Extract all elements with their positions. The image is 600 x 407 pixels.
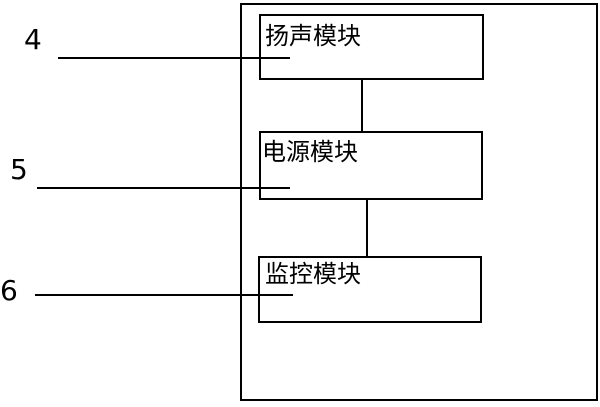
power-module-label: 电源模块	[262, 138, 358, 166]
leader-line-6	[35, 294, 293, 296]
callout-number-5: 5	[10, 153, 28, 186]
leader-line-4	[58, 57, 290, 59]
monitor-module-box	[258, 256, 482, 323]
leader-line-5	[37, 187, 290, 189]
callout-number-6: 6	[0, 274, 18, 307]
device-enclosure	[240, 3, 598, 401]
speaker-module-label: 扬声模块	[265, 22, 361, 50]
speaker-module-box	[259, 14, 484, 80]
connector-speaker-power	[361, 79, 363, 132]
connector-power-monitor	[366, 199, 368, 257]
power-module-box	[259, 131, 483, 200]
callout-number-4: 4	[24, 23, 42, 56]
monitor-module-label: 监控模块	[265, 260, 361, 288]
